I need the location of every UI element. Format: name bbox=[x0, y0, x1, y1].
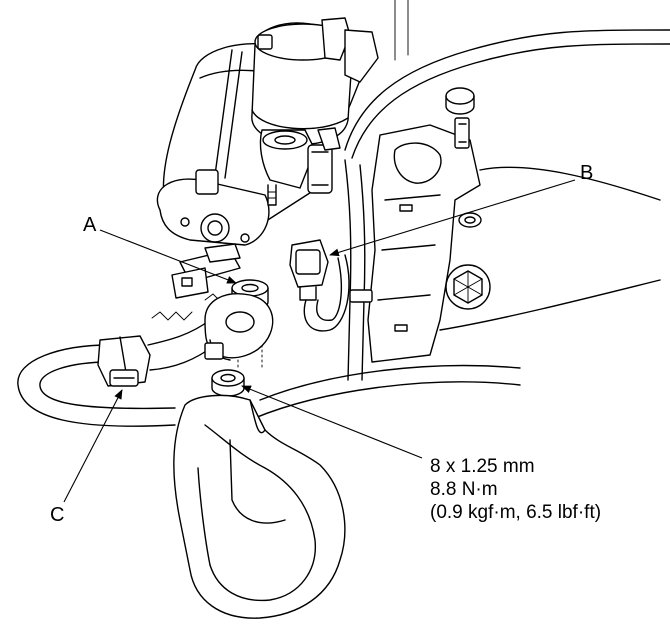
leader-lines bbox=[63, 179, 576, 503]
dust-shield-clip bbox=[151, 243, 241, 321]
background-cables bbox=[249, 0, 670, 421]
torque-nm-text: 8.8 N·m bbox=[430, 479, 498, 500]
hex-bolt-right bbox=[445, 264, 491, 310]
mounting-bracket bbox=[367, 87, 481, 363]
ground-cable bbox=[17, 293, 274, 427]
torque-spec: 8 x 1.25 mm 8.8 N·m (0.9 kgf·m, 6.5 lbf·… bbox=[430, 455, 601, 524]
bolt-size-text: 8 x 1.25 mm bbox=[430, 456, 535, 477]
callout-a: A bbox=[83, 214, 97, 236]
torque-alt-text: (0.9 kgf·m, 6.5 lbf·ft) bbox=[430, 502, 602, 523]
ground-bolt bbox=[211, 369, 245, 397]
transmission-housing bbox=[173, 394, 346, 619]
callout-b: B bbox=[580, 162, 594, 184]
connector-b bbox=[289, 239, 373, 332]
callout-c: C bbox=[50, 504, 65, 526]
starter-motor bbox=[156, 17, 379, 246]
bracket-bolt bbox=[458, 212, 482, 228]
